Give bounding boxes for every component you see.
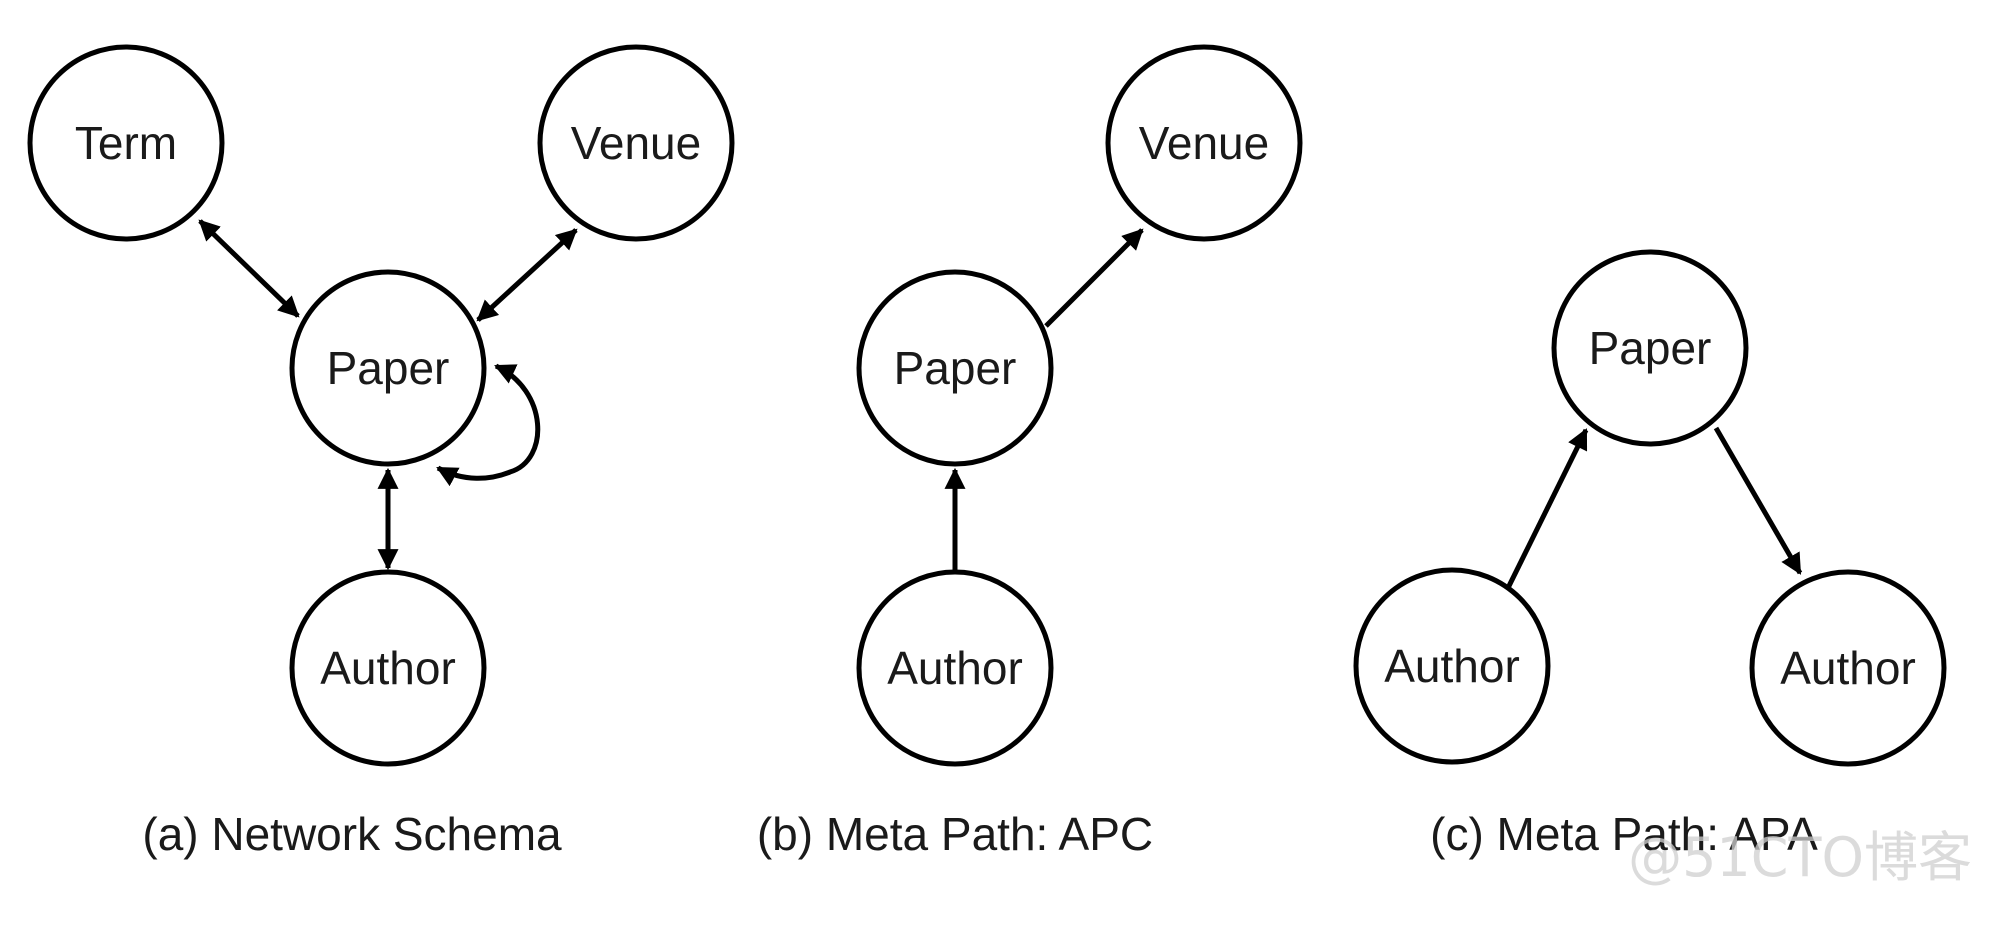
node-paper: Paper — [1551, 249, 1749, 447]
watermark-text: @51CTO博客 — [1628, 826, 1972, 889]
edge-paper-to-venue — [1044, 228, 1144, 328]
edge-author-to-paper — [1505, 428, 1589, 590]
node-author-label: Author — [887, 642, 1023, 694]
node-author-right: Author — [1749, 569, 1947, 767]
node-author-right-label: Author — [1780, 642, 1916, 694]
panel-a-edges — [198, 219, 578, 571]
node-paper-label: Paper — [894, 342, 1017, 394]
edge-term-paper — [198, 219, 300, 318]
node-author-left-label: Author — [1384, 640, 1520, 692]
panel-meta-path-apc: Venue Paper Author (b) Meta Path: APC — [757, 44, 1303, 860]
panel-network-schema: Term Venue Paper Author (a) Network Sche… — [27, 44, 735, 860]
node-venue-label: Venue — [1139, 117, 1269, 169]
node-paper-label: Paper — [1589, 322, 1712, 374]
panel-c-edges — [1505, 426, 1803, 590]
edge-venue-paper — [476, 228, 578, 322]
node-author-left: Author — [1353, 567, 1551, 765]
node-paper-label: Paper — [327, 342, 450, 394]
edge-paper-self-loop — [436, 363, 541, 487]
panel-meta-path-apa: Paper Author Author (c) Meta Path: APA — [1353, 249, 1947, 860]
node-term: Term — [27, 44, 225, 242]
node-paper: Paper — [856, 269, 1054, 467]
node-venue: Venue — [1105, 44, 1303, 242]
caption-meta-path-apa: (c) Meta Path: APA — [1430, 808, 1818, 860]
node-venue-label: Venue — [571, 117, 701, 169]
node-term-label: Term — [75, 117, 177, 169]
edge-paper-to-author — [1713, 426, 1803, 575]
node-author: Author — [856, 569, 1054, 767]
node-author-label: Author — [320, 642, 456, 694]
node-venue: Venue — [537, 44, 735, 242]
panel-b-edges — [944, 228, 1144, 572]
node-author: Author — [289, 569, 487, 767]
caption-network-schema: (a) Network Schema — [142, 808, 562, 860]
node-paper: Paper — [289, 269, 487, 467]
caption-meta-path-apc: (b) Meta Path: APC — [757, 808, 1153, 860]
